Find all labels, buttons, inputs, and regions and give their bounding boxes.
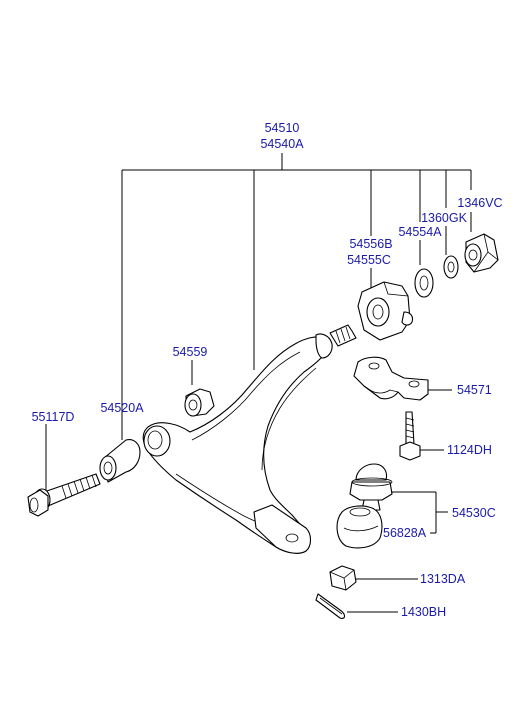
label-1360gk: 1360GK — [421, 211, 468, 225]
rear-bushing — [357, 281, 414, 341]
part-labels: 54510 54540A 54556B 54555C 54554A 1360GK… — [32, 121, 503, 619]
bolt-1124dh — [399, 411, 421, 461]
nut-1313da — [329, 565, 357, 591]
label-56828a: 56828A — [383, 526, 427, 540]
sleeve-54520a — [99, 439, 141, 483]
cotter-pin-1430bh — [315, 593, 346, 619]
washer-54554a — [414, 268, 434, 298]
label-1346vc: 1346VC — [457, 196, 502, 210]
label-1430bh: 1430BH — [401, 605, 446, 619]
bracket-54571 — [353, 356, 429, 401]
label-54554a: 54554A — [398, 225, 442, 239]
label-54510: 54510 — [265, 121, 300, 135]
boot-56828a — [336, 505, 383, 549]
lower-control-arm — [142, 324, 357, 554]
cap-54559 — [184, 388, 215, 417]
bolt-55117d — [27, 473, 101, 517]
ball-joint-54530c — [349, 463, 393, 511]
label-55117d: 55117D — [32, 410, 75, 424]
washer-1360gk — [443, 255, 459, 279]
label-54556b: 54556B — [349, 237, 392, 251]
leader-lines — [45, 153, 472, 613]
label-54555c: 54555C — [347, 253, 391, 267]
label-54571: 54571 — [457, 383, 492, 397]
label-1124dh: 1124DH — [447, 443, 492, 457]
label-54520a: 54520A — [100, 401, 144, 415]
nut-1346vc — [464, 233, 499, 273]
label-1313da: 1313DA — [420, 572, 466, 586]
label-54540a: 54540A — [260, 137, 304, 151]
label-54559: 54559 — [173, 345, 208, 359]
label-54530c: 54530C — [452, 506, 496, 520]
